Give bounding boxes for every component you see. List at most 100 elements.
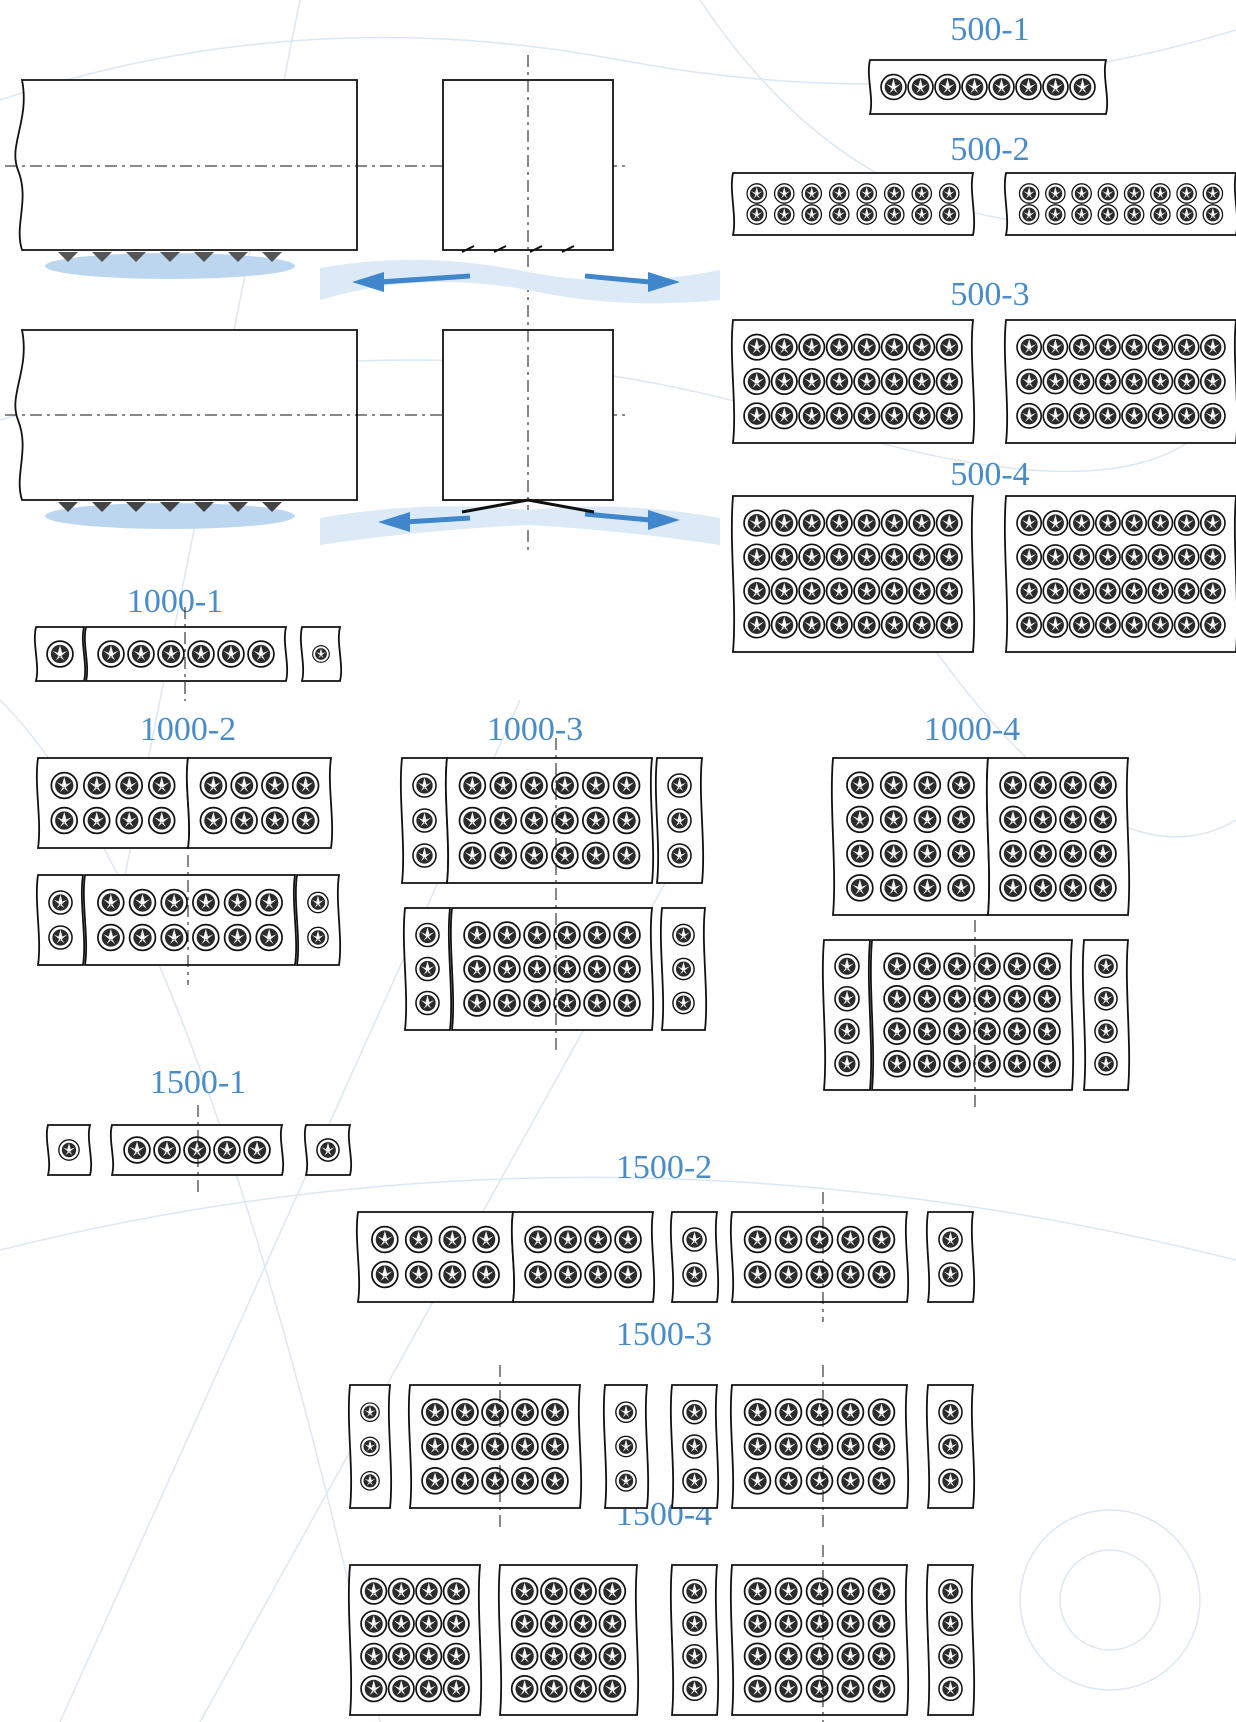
nozzle-icon	[825, 577, 853, 605]
nozzle-icon	[387, 1642, 415, 1670]
nozzle-icon	[520, 771, 548, 800]
nozzle-icon	[581, 771, 610, 800]
panel-500-4-a	[730, 495, 976, 653]
nozzle-icon	[774, 1225, 803, 1254]
nozzle-icon	[836, 1467, 865, 1495]
nozzle-icon	[387, 1675, 415, 1703]
nozzle-icon	[1150, 204, 1171, 225]
nozzle-icon	[1094, 954, 1118, 979]
nozzle-icon	[46, 640, 74, 668]
nozzle-icon	[667, 773, 692, 798]
nozzle-icon	[1147, 368, 1174, 395]
panel-1500-4-b	[497, 1564, 640, 1716]
nozzle-icon	[510, 1609, 539, 1638]
nozzle-icon	[451, 1432, 479, 1461]
nozzle-icon	[598, 1577, 627, 1606]
nozzle-icon	[828, 204, 850, 225]
nozzle-icon	[883, 952, 911, 981]
nozzle-icon	[183, 1136, 211, 1164]
nozzle-icon	[1199, 612, 1226, 638]
label-1500-1: 1500-1	[150, 1064, 246, 1101]
nozzle-icon	[360, 1675, 388, 1703]
nozzle-icon	[50, 806, 79, 835]
nozzle-icon	[1173, 334, 1200, 361]
nozzle-icon	[511, 1467, 539, 1495]
panel-500-3-b	[1003, 319, 1236, 444]
nozzle-icon	[1068, 510, 1095, 536]
nozzle-icon	[1097, 183, 1119, 204]
nozzle-icon	[615, 1435, 637, 1458]
nozzle-icon	[801, 204, 823, 225]
nozzle-icon	[553, 955, 581, 983]
nozzle-icon	[836, 1609, 865, 1638]
nozzle-icon	[908, 367, 936, 396]
nozzle-icon	[1147, 402, 1174, 429]
panel-1000-3-f	[659, 907, 708, 1031]
panel-1500-4-d	[729, 1545, 910, 1722]
nozzle-icon	[511, 1398, 539, 1426]
nozzle-icon	[774, 1432, 803, 1461]
panel-500-1	[867, 59, 1109, 115]
nozzle-icon	[883, 1049, 911, 1078]
nozzle-icon	[511, 1432, 539, 1461]
nozzle-icon	[1042, 73, 1069, 101]
nozzle-icon	[1094, 402, 1121, 429]
nozzle-icon	[247, 640, 275, 668]
nozzle-icon	[523, 989, 551, 1017]
nozzle-icon	[805, 1432, 834, 1461]
nozzle-icon	[828, 183, 850, 204]
nozzle-icon	[947, 839, 975, 868]
nozzle-icon	[667, 808, 692, 833]
nozzle-icon	[938, 1676, 963, 1702]
nozzle-icon	[1199, 334, 1226, 361]
nozzle-icon	[988, 73, 1015, 101]
nozzle-icon	[255, 923, 283, 952]
nozzle-icon	[481, 1467, 509, 1495]
nozzle-icon	[853, 543, 881, 571]
nozzle-icon	[442, 1577, 470, 1605]
nozzle-icon	[1016, 334, 1043, 361]
nozzle-icon	[853, 402, 881, 430]
nozzle-icon	[187, 640, 215, 668]
nozzle-icon	[1094, 368, 1121, 395]
flow-arrow-right	[584, 273, 651, 285]
nozzle-icon	[612, 841, 641, 870]
nozzle-icon	[554, 1225, 582, 1254]
nozzle-icon	[1059, 771, 1087, 799]
nozzle-icon	[1059, 874, 1087, 902]
nozzle-icon	[581, 806, 610, 835]
nozzle-icon	[743, 333, 771, 361]
nozzle-icon	[524, 1225, 552, 1254]
nozzle-icon	[261, 771, 289, 800]
nozzle-icon	[880, 509, 908, 537]
nozzle-icon	[160, 923, 188, 952]
nozzle-icon	[913, 771, 942, 799]
nozzle-icon	[973, 1017, 1001, 1046]
nozzle-icon	[938, 1399, 963, 1425]
nozzle-icon	[1071, 183, 1092, 204]
nozzle-icon	[223, 923, 252, 952]
panel-1500-2-e	[925, 1211, 976, 1303]
nozzle-icon	[412, 773, 437, 798]
nozzle-icon	[880, 543, 908, 571]
nozzle-icon	[825, 611, 853, 639]
nozzle-icon	[836, 1642, 865, 1671]
nozzle-icon	[128, 888, 157, 917]
nozzle-icon	[682, 1262, 707, 1287]
nozzle-icon	[943, 952, 971, 981]
nozzle-icon	[1089, 771, 1117, 799]
nozzle-icon	[774, 1260, 803, 1289]
panel-1500-3-d	[669, 1384, 720, 1509]
nozzle-icon	[442, 1642, 470, 1670]
nozzle-icon	[935, 509, 963, 537]
nozzle-icon	[999, 771, 1027, 799]
nozzle-icon	[805, 1260, 834, 1289]
nozzle-icon	[510, 1674, 539, 1703]
panel-1000-3-d	[402, 907, 453, 1031]
nozzle-icon	[682, 1468, 707, 1494]
nozzle-icon	[1173, 578, 1200, 604]
nozzle-icon	[834, 953, 860, 980]
panel-500-2-a	[730, 172, 976, 236]
nozzle-icon	[510, 1642, 539, 1671]
nozzle-icon	[523, 921, 551, 949]
